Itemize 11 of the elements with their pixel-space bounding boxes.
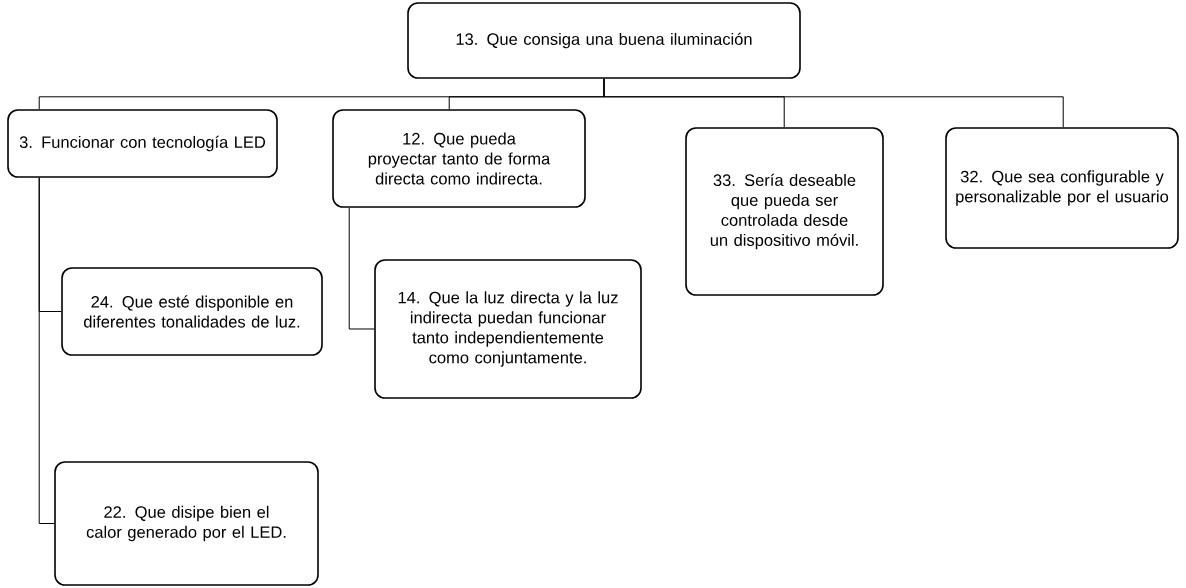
text-box: 12. Que pueda proyectar tanto de forma directa como indirecta.	[332, 109, 586, 208]
connector-line	[38, 177, 55, 524]
connector-line	[603, 78, 1064, 128]
text-box: 24. Que esté disponible en diferentes tonalidades de luz.	[61, 267, 323, 356]
text-box: 14. Que la luz directa y la luz indirecta puedan funcionar tanto independientemente como conjuntamente.	[374, 259, 642, 399]
text-box: 3. Funcionar con tecnología LED	[7, 109, 278, 178]
text-box: 33. Sería deseable que pueda ser controlada desde un dispositivo móvil.	[685, 127, 884, 296]
text-box: 32. Que sea configurable y personalizable por el usuario	[945, 127, 1179, 249]
text-box: 22. Que disipe bien el calor generado por el LED.	[54, 461, 319, 586]
text-box: 13. Que consiga una buena iluminación	[407, 2, 801, 79]
connector-line	[348, 207, 375, 330]
